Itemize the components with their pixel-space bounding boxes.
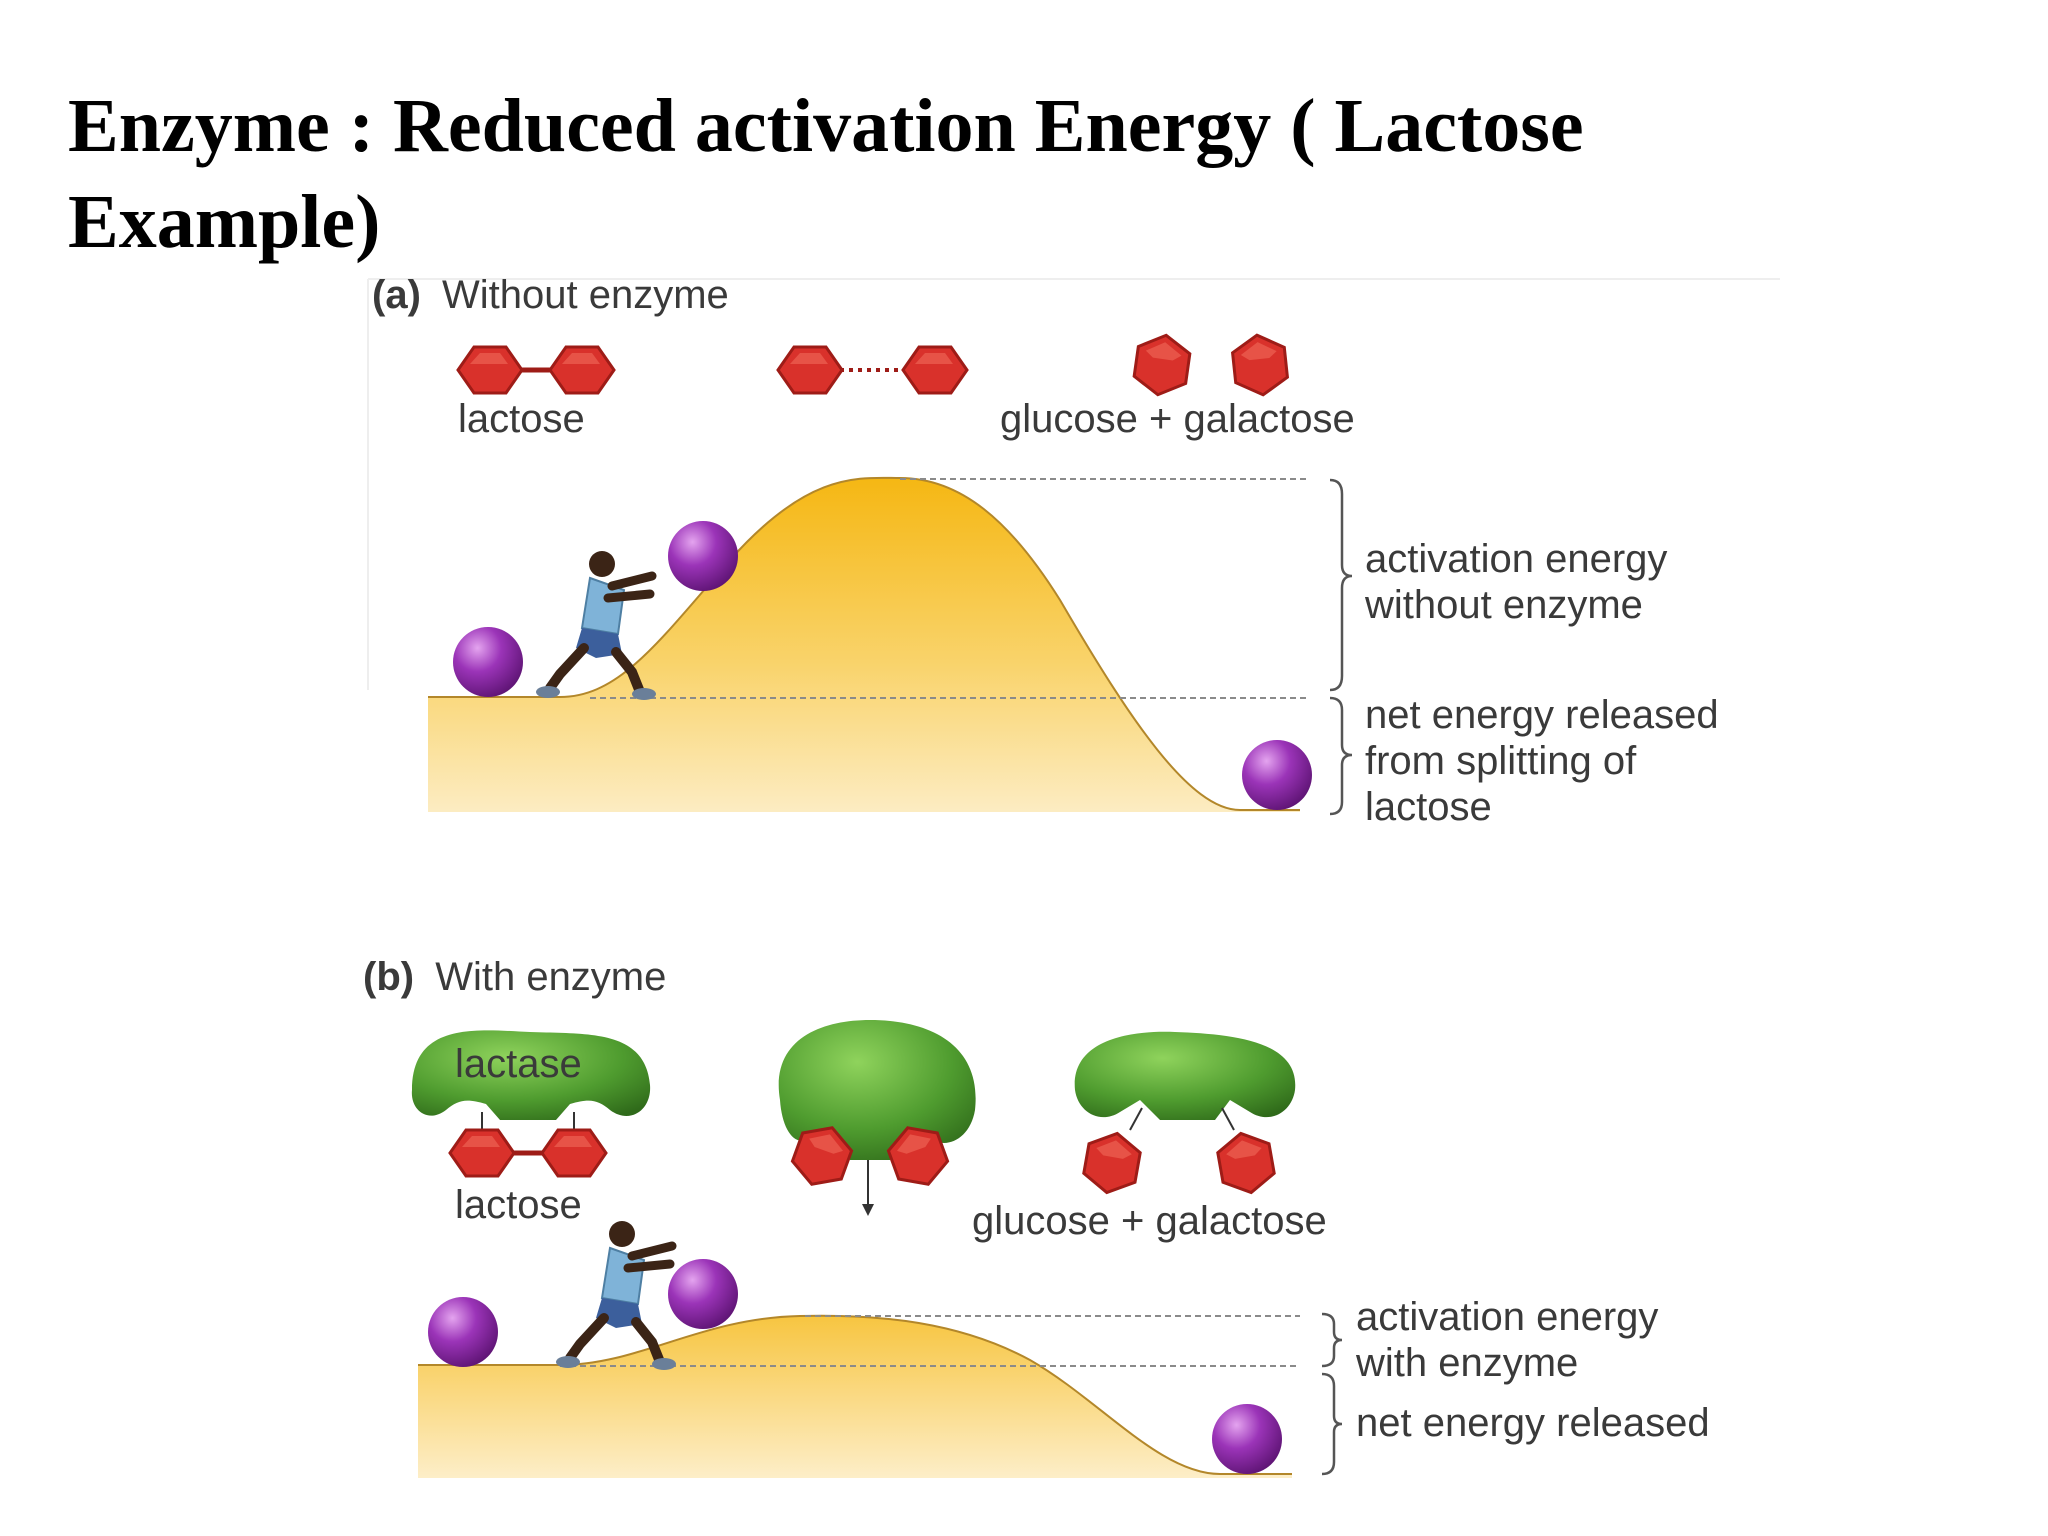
energy-hill-b xyxy=(418,1315,1292,1478)
ball-pushed-a xyxy=(668,521,738,591)
ball-pushed-b xyxy=(668,1259,738,1329)
panel-a: (a) Without enzyme lactose glucose + gal… xyxy=(367,273,1780,829)
lactase-enzyme-2 xyxy=(778,1020,976,1216)
ball-start-b xyxy=(428,1297,498,1367)
activation-brace-a xyxy=(1329,478,1353,692)
lactose-label-a: lactose xyxy=(458,397,585,441)
lactose-label-b: lactose xyxy=(455,1183,582,1227)
runner-b xyxy=(556,1221,676,1370)
activation-label-b: activation energy with enzyme xyxy=(1355,1295,1670,1385)
product-molecules-a xyxy=(1130,330,1291,400)
product-molecules-b xyxy=(1079,1127,1279,1199)
lactose-molecule-b xyxy=(448,1128,608,1178)
runner-a xyxy=(536,551,656,700)
net-brace-a xyxy=(1329,696,1353,816)
ball-start-a xyxy=(453,627,523,697)
lactose-molecule-a xyxy=(456,345,616,395)
slide-title: Enzyme : Reduced activation Energy ( Lac… xyxy=(68,84,1584,264)
lactase-enzyme-1: lactase xyxy=(411,1030,651,1130)
net-brace-b xyxy=(1321,1372,1343,1476)
panel-b-heading: (b) With enzyme xyxy=(363,955,666,999)
energy-hill-a xyxy=(428,477,1300,812)
transition-molecule-a xyxy=(776,345,969,395)
ball-end-b xyxy=(1212,1404,1282,1474)
activation-brace-b xyxy=(1321,1312,1343,1368)
activation-label-a: activation energy without enzyme xyxy=(1364,537,1679,627)
panel-b: (b) With enzyme lactase lactose xyxy=(363,955,1710,1478)
net-energy-label-b: net energy released xyxy=(1356,1401,1710,1445)
products-label-a: glucose + galactose xyxy=(1000,397,1355,441)
lactase-label: lactase xyxy=(455,1042,582,1086)
lactase-enzyme-3 xyxy=(1074,1031,1296,1131)
ball-end-a xyxy=(1242,740,1312,810)
net-energy-label-a: net energy released from splitting of la… xyxy=(1365,693,1730,829)
products-label-b: glucose + galactose xyxy=(972,1199,1327,1243)
panel-a-heading: (a) Without enzyme xyxy=(372,273,729,317)
